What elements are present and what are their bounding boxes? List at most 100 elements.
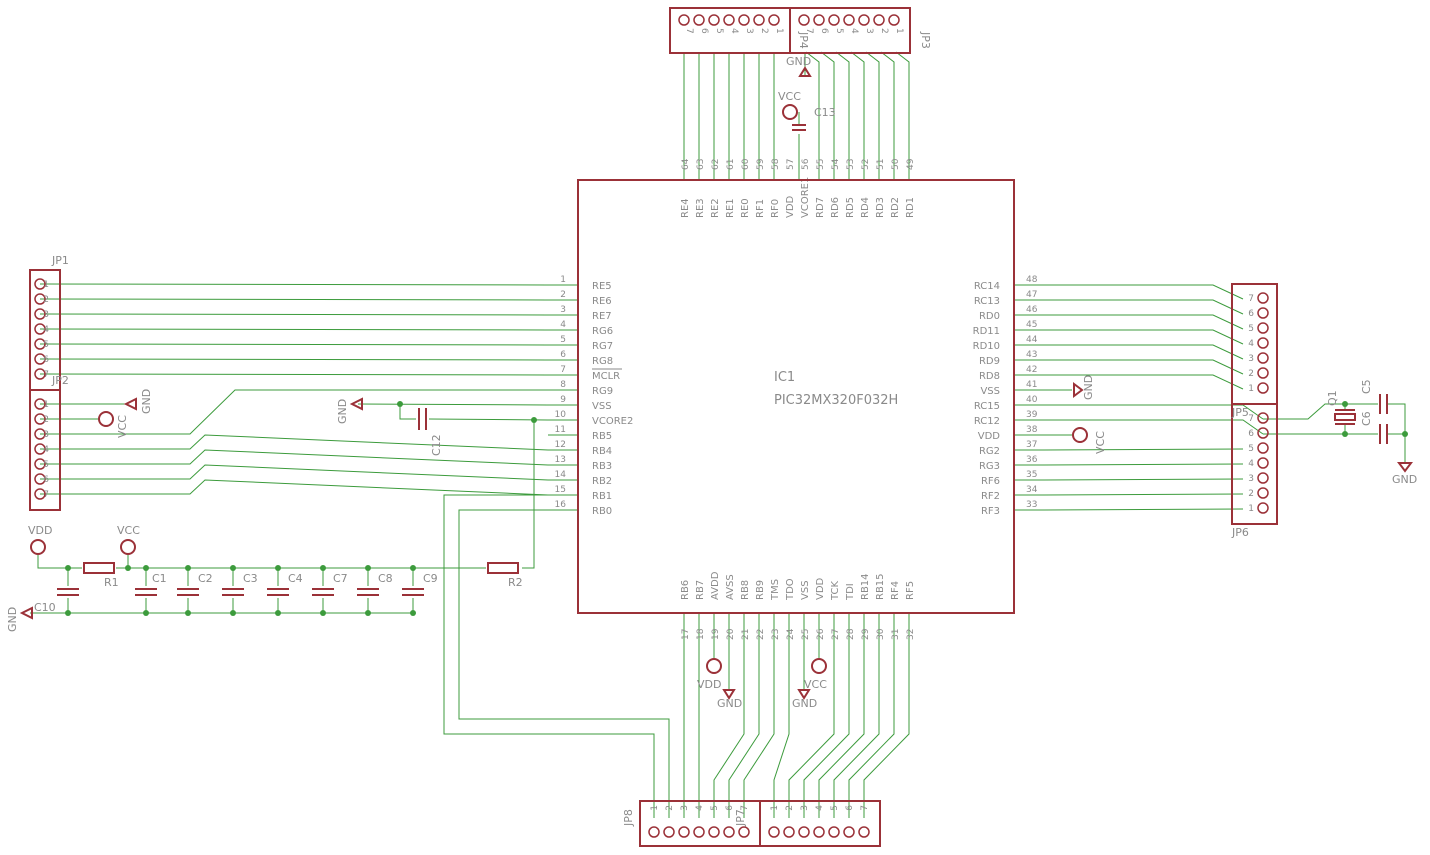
ic-bottom-pin-name: RB14 [860, 573, 871, 600]
jp3-gnd-label: GND [786, 55, 811, 68]
jp6-pin-number: 2 [1248, 489, 1254, 499]
jp2-pad [34, 443, 46, 455]
jp1-pin-number: 1 [43, 280, 49, 290]
c12-net [399, 404, 416, 420]
jp1-net [39, 328, 549, 331]
ic-right-pin-name: RC12 [974, 416, 1000, 427]
ic-bottom-net [803, 613, 850, 818]
ic-top-net [835, 51, 850, 180]
jp7-pin-number: 6 [845, 805, 855, 811]
jp8-pad [708, 826, 720, 838]
jp4-pad [768, 14, 780, 26]
ic-right-pin-number: 41 [1026, 380, 1037, 390]
jp6-name: JP6 [1231, 526, 1249, 539]
jp6-pad [1257, 412, 1269, 424]
ic-top-pin-number: 58 [771, 158, 781, 170]
ic-bottom-pin-number: 27 [831, 629, 841, 640]
ic-left-pin-number: 14 [555, 470, 567, 480]
jp2-gnd-symbol [123, 397, 137, 411]
jp2-pad [34, 428, 46, 440]
ic-top-pin-name: RD7 [815, 197, 826, 218]
osc1-net [1263, 403, 1378, 420]
ic-bottom-pin-name: TDO [785, 578, 796, 601]
vdd38-vcc-symbol [1072, 427, 1088, 443]
jp8-pad [693, 826, 705, 838]
ic-left-pin-number: 15 [555, 485, 566, 495]
ic-top-pin-number: 62 [711, 159, 721, 170]
jp5-pin-number: 2 [1248, 369, 1254, 379]
jp6-pin-number: 5 [1248, 444, 1254, 454]
vss41-gnd-symbol [1073, 382, 1084, 398]
jp7-pin-number: 3 [800, 805, 810, 811]
ic-right-pin-name: RF2 [981, 491, 1000, 502]
ic-right-pin-name: RF6 [981, 476, 1000, 487]
jp7-pin-number: 1 [770, 805, 780, 811]
jp8-pin-number: 1 [650, 805, 660, 811]
jp2-pin-number: 3 [43, 430, 49, 440]
jp3-pad [858, 14, 870, 26]
rb1-jp8-net [443, 494, 655, 818]
jp4-pad [723, 14, 735, 26]
ic-bottom-net [743, 613, 775, 818]
jp5-pin-number: 1 [1248, 384, 1254, 394]
ic-top-pin-number: 53 [846, 159, 856, 170]
vdd-supply-symbol [30, 539, 46, 555]
jp1-net [39, 298, 549, 301]
jp5-pad [1257, 382, 1269, 394]
c2-label: C2 [198, 572, 213, 585]
jp3-pin-number: 6 [819, 28, 829, 34]
jp3-pad [873, 14, 885, 26]
ic-bottom-pin-name: TDI [845, 583, 856, 601]
ic-left-pin-name: RG8 [592, 356, 613, 367]
jp8-pin-number: 3 [680, 805, 690, 811]
ic-bottom-pin-name: RB15 [875, 573, 886, 600]
ic-top-pin-number: 61 [726, 159, 736, 170]
ic-bottom-pin-number: 29 [861, 628, 871, 640]
jp8-name: JP8 [622, 809, 635, 827]
jp3-pad [888, 14, 900, 26]
jp4-pin-number: 4 [729, 28, 739, 34]
c3-label: C3 [243, 572, 258, 585]
jp7-pin-number: 7 [860, 805, 870, 811]
jp5-pad [1257, 352, 1269, 364]
jp2-gnd-label: GND [140, 389, 153, 414]
jp7-pad [783, 826, 795, 838]
r1-label: R1 [104, 576, 119, 589]
jp8-pad [738, 826, 750, 838]
ic-right-pin-number: 33 [1026, 500, 1037, 510]
jp3-pin-number: 2 [879, 28, 889, 34]
jp4-pin-number: 5 [714, 28, 724, 34]
ic-left-pin-name: RB3 [592, 461, 612, 472]
jp3-outline [789, 7, 911, 54]
jp6-outline [1231, 403, 1278, 525]
ic-top-pin-name: RD2 [890, 197, 901, 218]
c10-gnd-label: GND [6, 607, 19, 632]
jp6-pad [1257, 427, 1269, 439]
ic-left-pin-number: 2 [560, 290, 566, 300]
ic-top-pin-number: 63 [696, 159, 706, 170]
ic-right-pin-name: RD10 [973, 341, 1000, 352]
jp7-pad [768, 826, 780, 838]
jp1-net [39, 358, 549, 361]
vcc-supply-symbol [120, 539, 136, 555]
jp2-net [40, 479, 549, 496]
vdd26-vcc-symbol [811, 658, 827, 674]
ic-left-pin-number: 3 [560, 305, 566, 315]
ic-bottom-net [728, 613, 760, 818]
ic-bottom-pin-number: 23 [771, 629, 781, 640]
jp4-pad [678, 14, 690, 26]
jp2-outline [29, 389, 61, 511]
ic-bottom-pin-name: TMS [770, 579, 781, 601]
ic-bottom-pin-number: 28 [846, 628, 856, 640]
jp2-pin-number: 7 [43, 490, 49, 500]
ic-top-net [820, 51, 835, 180]
avdd-vdd-symbol [706, 658, 722, 674]
ic-top-pin-number: 56 [801, 158, 811, 170]
jp4-name: JP4 [797, 31, 810, 49]
ic-left-pin-name: RB0 [592, 506, 612, 517]
c9-label: C9 [423, 572, 438, 585]
jp8-pad [648, 826, 660, 838]
q1-label: Q1 [1326, 390, 1339, 406]
